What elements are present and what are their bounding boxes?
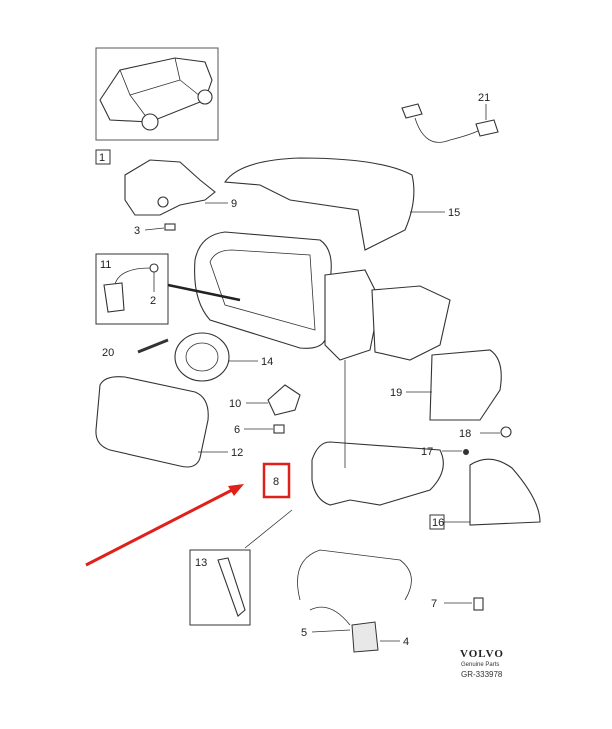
label-17: 17 — [421, 446, 433, 458]
part-12-glass — [95, 376, 209, 468]
part-14-motor — [174, 332, 230, 382]
label-15: 15 — [448, 207, 460, 219]
reference-number: GR-333978 — [461, 670, 503, 679]
part-19 — [429, 349, 502, 421]
vehicle-inset — [95, 47, 219, 141]
label-13: 13 — [195, 557, 207, 569]
part-19-bracket — [371, 285, 451, 361]
wiring-harness — [297, 549, 412, 601]
label-18: 18 — [459, 428, 471, 440]
label-8: 8 — [273, 476, 279, 488]
label-20: 20 — [102, 347, 114, 359]
highlight-box-8 — [262, 462, 291, 499]
label-12: 12 — [231, 447, 243, 459]
label-box-1 — [95, 149, 111, 165]
label-10: 10 — [229, 398, 241, 410]
label-14: 14 — [261, 356, 273, 368]
label-5: 5 — [301, 627, 307, 639]
label-9: 9 — [231, 198, 237, 210]
label-21: 21 — [478, 92, 490, 104]
volvo-logo: VOLVO — [460, 648, 504, 660]
part-16-indicator — [469, 458, 541, 526]
label-11: 11 — [100, 259, 111, 271]
label-19: 19 — [390, 387, 402, 399]
part-9 — [124, 159, 216, 216]
label-2: 2 — [150, 295, 156, 307]
label-16: 16 — [432, 517, 444, 529]
mirror-housing — [194, 231, 332, 349]
label-3: 3 — [134, 225, 140, 237]
label-4: 4 — [403, 636, 409, 648]
part-15-cover — [224, 157, 415, 251]
label-6: 6 — [234, 424, 240, 436]
pointer-arrow — [85, 486, 237, 567]
genuine-parts-text: Genuine Parts — [461, 662, 499, 668]
part-4-connector — [351, 621, 379, 653]
label-7: 7 — [431, 598, 437, 610]
label-1: 1 — [99, 152, 105, 164]
